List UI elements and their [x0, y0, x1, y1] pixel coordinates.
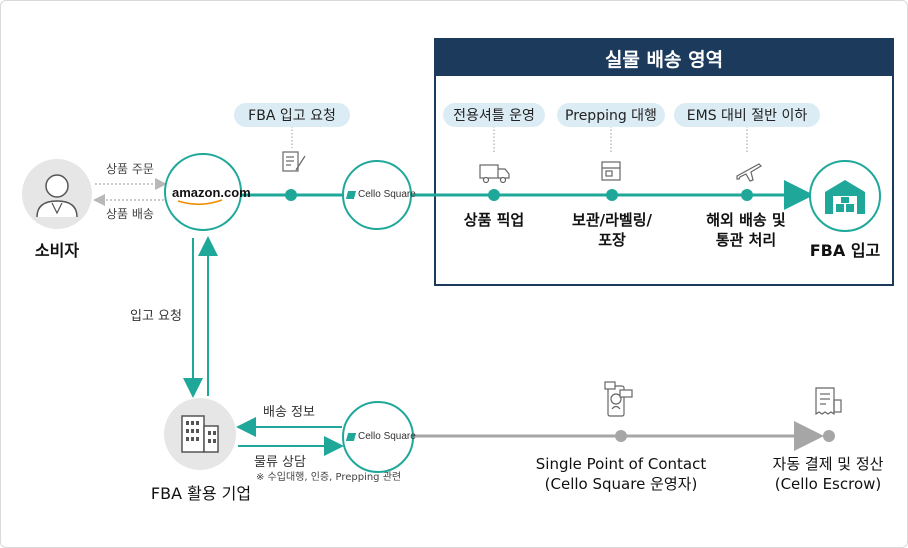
cello-mark-icon [345, 432, 357, 441]
step-overseas-2: 통관 처리 [715, 231, 777, 249]
fba-node [809, 160, 881, 232]
ship-info-label: 배송 정보 [263, 405, 315, 420]
dot-payment [823, 430, 835, 442]
warehouse-icon [825, 180, 865, 214]
cello-mark-icon [345, 190, 357, 199]
airplane-icon [736, 163, 762, 182]
box-icon [601, 161, 621, 181]
pill-fba-request: FBA 입고 요청 [234, 103, 350, 127]
pill-prepping: Prepping 대행 [557, 103, 665, 127]
building-icon [181, 415, 219, 453]
payment-line1: 자동 결제 및 정산 [772, 455, 884, 473]
cello-top-logo: Cello Square [345, 189, 416, 200]
dot-fba-request [285, 189, 297, 201]
logistics-label: 물류 상담 [254, 455, 306, 470]
physical-delivery-region: 실물 배송 영역 [434, 38, 894, 286]
cello-bottom-logo: Cello Square [345, 431, 416, 442]
spoc-line1: Single Point of Contact [535, 455, 707, 473]
truck-icon [479, 164, 510, 184]
consumer-node [22, 159, 92, 229]
step-pickup: 상품 픽업 [463, 211, 525, 229]
fba-in-label: FBA 입고 [809, 241, 881, 260]
dot-spoc [615, 430, 627, 442]
company-label: FBA 활용 기업 [150, 484, 252, 503]
step-overseas-1: 해외 배송 및 [706, 211, 786, 229]
stock-request-label: 입고 요청 [130, 309, 182, 324]
consumer-label: 소비자 [34, 241, 80, 260]
step-storage-1: 보관/라벨링/ [572, 211, 652, 229]
step-storage-2: 포장 [598, 231, 626, 249]
pill-shuttle: 전용셔틀 운영 [443, 103, 545, 127]
dot-pickup [488, 189, 500, 201]
spoc-line2: (Cello Square 운영자) [544, 475, 698, 493]
region-title: 실물 배송 영역 [436, 40, 892, 76]
amazon-logo: amazon.com [172, 185, 251, 200]
phone-contact-icon [604, 381, 633, 417]
company-node [164, 398, 236, 470]
document-pen-icon [282, 151, 306, 172]
delivery-label: 상품 배송 [106, 207, 154, 221]
person-icon [36, 174, 78, 218]
dot-storage [606, 189, 618, 201]
amazon-node [164, 153, 242, 231]
pill-ems: EMS 대비 절반 이하 [674, 103, 820, 127]
logistics-note: ※ 수입대행, 인증, Prepping 관련 [256, 472, 402, 483]
dot-overseas [741, 189, 753, 201]
payment-line2: (Cello Escrow) [774, 475, 882, 493]
order-label: 상품 주문 [106, 162, 154, 176]
receipt-icon [815, 387, 842, 416]
